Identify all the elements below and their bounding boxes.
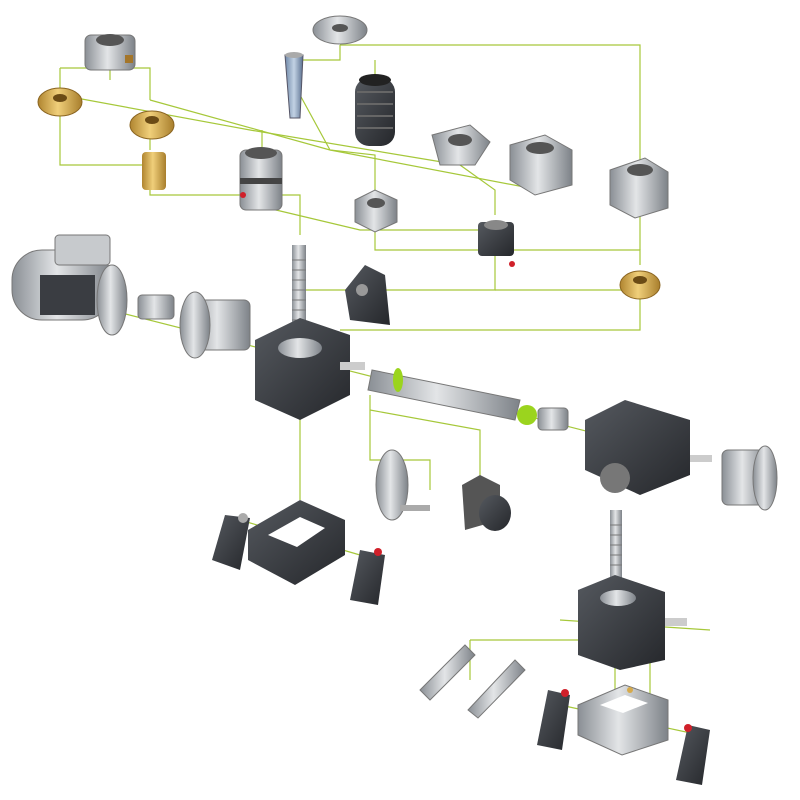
shaft-coupling [537, 407, 569, 431]
pillow-block-small-right [676, 724, 710, 785]
rotary-encoder [462, 475, 511, 531]
motor-coupling [137, 294, 175, 320]
screw-jack-small [578, 510, 687, 670]
flange-nut-brass-1 [37, 87, 83, 117]
pillow-block-left [212, 513, 250, 570]
ball-screw-nut [478, 220, 515, 267]
pillow-block-right [350, 548, 385, 605]
pillow-block-small-left [537, 689, 570, 750]
cylindrical-nut-brass [142, 152, 166, 190]
clamp-collar [84, 34, 136, 71]
bearing-housing-2 [609, 157, 669, 219]
safety-nut-steel [239, 147, 283, 211]
bevel-gearbox [585, 400, 712, 495]
handwheel [375, 449, 430, 521]
trapezoidal-nut-compact [354, 189, 398, 233]
fixing-plate-1 [419, 644, 476, 701]
connecting-shaft [367, 368, 521, 421]
mounting-frame [248, 500, 345, 585]
coupling-spider [517, 405, 537, 425]
screw-jack-main [255, 245, 365, 420]
flange-nut-brass-2 [129, 110, 175, 140]
pivot-bearing-block [431, 124, 491, 166]
bearing-housing-1 [509, 134, 573, 196]
flange-nut-brass-3 [619, 270, 661, 300]
fixing-plate-2 [467, 659, 526, 719]
gearbox-motor-adapter [721, 445, 778, 511]
pillow-block-top [345, 265, 390, 325]
protective-spring-cover [284, 52, 304, 119]
motor-flange [179, 291, 251, 359]
mounting-flange-top [312, 15, 368, 45]
electric-motor [11, 234, 128, 336]
bellows-boot [355, 74, 395, 146]
mounting-frame-small [577, 684, 669, 756]
